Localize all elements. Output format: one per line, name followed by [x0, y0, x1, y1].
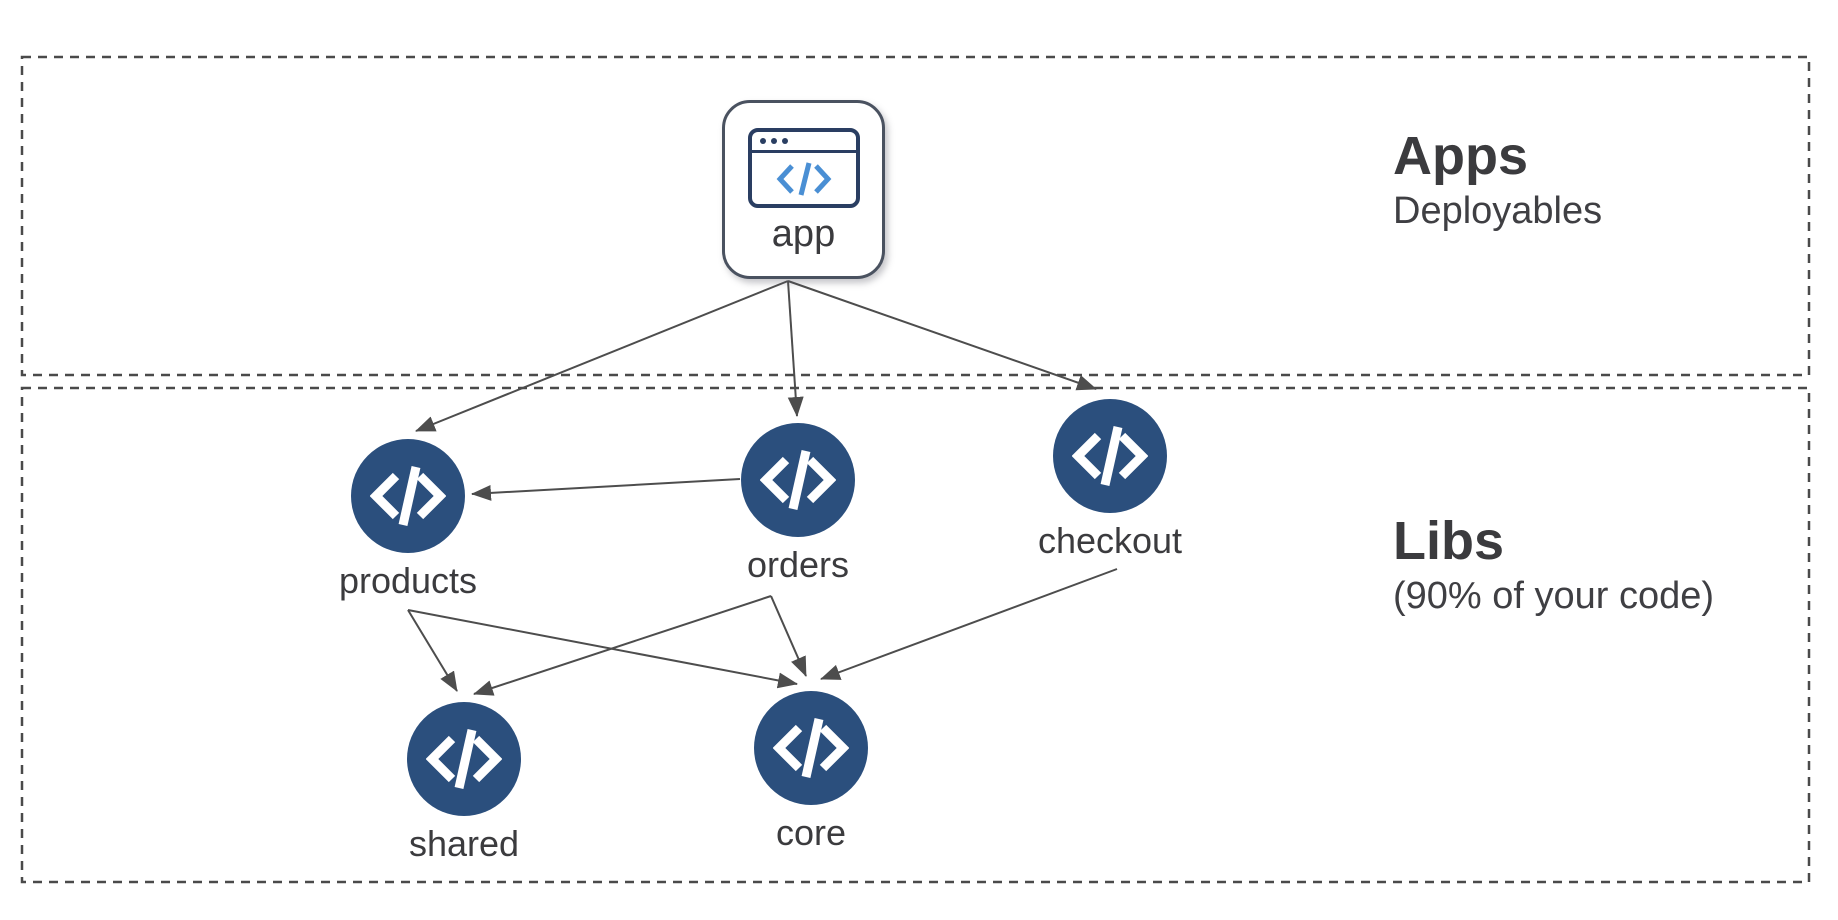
edge-products-core [407, 609, 798, 689]
code-icon [754, 691, 868, 805]
libs-section-title: Libs [1393, 511, 1505, 571]
edge-orders-shared [473, 595, 772, 696]
browser-dot-icon [781, 138, 788, 144]
edge-checkout-core [820, 568, 1118, 680]
node-orders-label: orders [746, 544, 850, 585]
libs-section-subtitle: (90% of your code) [1393, 575, 1715, 617]
edge-app-checkout [787, 280, 1097, 391]
browser-titlebar [751, 132, 856, 153]
node-core: core [754, 691, 868, 853]
code-icon [741, 423, 855, 537]
apps-section-subtitle: Deployables [1393, 190, 1603, 232]
node-app-label: app [771, 213, 836, 255]
libs-section-caption: Libs (90% of your code) [1393, 509, 1714, 619]
code-glyph-icon [776, 161, 831, 196]
node-shared-label: shared [408, 823, 520, 864]
browser-dot-icon [770, 138, 777, 144]
apps-section-caption: Apps Deployables [1393, 124, 1602, 234]
apps-section-title: Apps [1393, 126, 1528, 186]
edge-app-products [415, 280, 789, 432]
edge-orders-core [770, 595, 807, 677]
edge-app-orders [787, 280, 804, 417]
browser-content [752, 153, 856, 204]
edge-products-shared [407, 609, 458, 692]
node-checkout-label: checkout [1037, 520, 1183, 561]
browser-dot-icon [759, 138, 766, 144]
node-checkout: checkout [1038, 399, 1182, 561]
code-icon [407, 702, 521, 816]
node-core-label: core [775, 812, 847, 853]
code-icon [1053, 399, 1167, 513]
browser-code-icon [747, 128, 860, 208]
node-shared: shared [407, 702, 521, 864]
code-icon [351, 439, 465, 553]
node-products-label: products [338, 560, 478, 601]
libs-section-border [20, 386, 1811, 884]
node-app: app [722, 100, 885, 279]
edge-orders-products [471, 478, 741, 501]
node-orders: orders [741, 423, 855, 585]
node-products: products [339, 439, 477, 601]
